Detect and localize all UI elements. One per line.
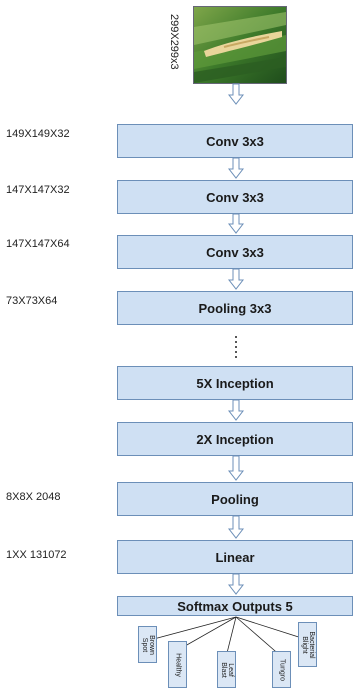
layer-1-dims: 149X149X32: [6, 128, 70, 140]
layer-2-dims: 147X147X32: [6, 184, 70, 196]
output-bacterial-blight-label: Bacterial Blight: [300, 630, 315, 659]
output-brown-spot: Brown Spot: [138, 626, 157, 663]
layer-linear: Linear: [117, 540, 353, 574]
layer-3-dims: 147X147X64: [6, 238, 70, 250]
layer-inception-5x-label: 5X Inception: [196, 375, 274, 391]
output-tungro-label: Tungro: [278, 658, 285, 681]
layer-conv-2-label: Conv 3x3: [206, 189, 264, 205]
layer-4-dims: 73X73X64: [6, 295, 58, 307]
output-healthy-label: Healthy: [174, 652, 181, 677]
layer-softmax-label: Softmax Outputs 5: [177, 598, 293, 614]
layer-pooling-2-label: Pooling: [211, 491, 259, 507]
output-tungro: Tungro: [272, 651, 291, 688]
layer-softmax: Softmax Outputs 5: [117, 596, 353, 616]
layer-conv-2: Conv 3x3: [117, 180, 353, 214]
layer-inception-5x: 5X Inception: [117, 366, 353, 400]
layer-pooling-1: Pooling 3x3: [117, 291, 353, 325]
output-bacterial-blight: Bacterial Blight: [298, 622, 317, 667]
output-leaf-blast-label: Leaf Blast: [219, 661, 234, 678]
layer-7-dims: 8X8X 2048: [6, 491, 61, 503]
layer-8-dims: 1XX 131072: [6, 549, 67, 561]
layer-pooling-1-label: Pooling 3x3: [198, 300, 272, 316]
layer-inception-2x-label: 2X Inception: [196, 431, 274, 447]
input-leaf-image: [193, 6, 287, 84]
layer-pooling-2: Pooling: [117, 482, 353, 516]
layer-conv-3: Conv 3x3: [117, 235, 353, 269]
output-healthy: Healthy: [168, 641, 187, 688]
layer-conv-1-label: Conv 3x3: [206, 133, 264, 149]
output-leaf-blast: Leaf Blast: [217, 651, 236, 688]
layer-linear-label: Linear: [215, 549, 255, 565]
layer-conv-3-label: Conv 3x3: [206, 244, 264, 260]
output-brown-spot-label: Brown Spot: [140, 634, 155, 655]
layer-inception-2x: 2X Inception: [117, 422, 353, 456]
